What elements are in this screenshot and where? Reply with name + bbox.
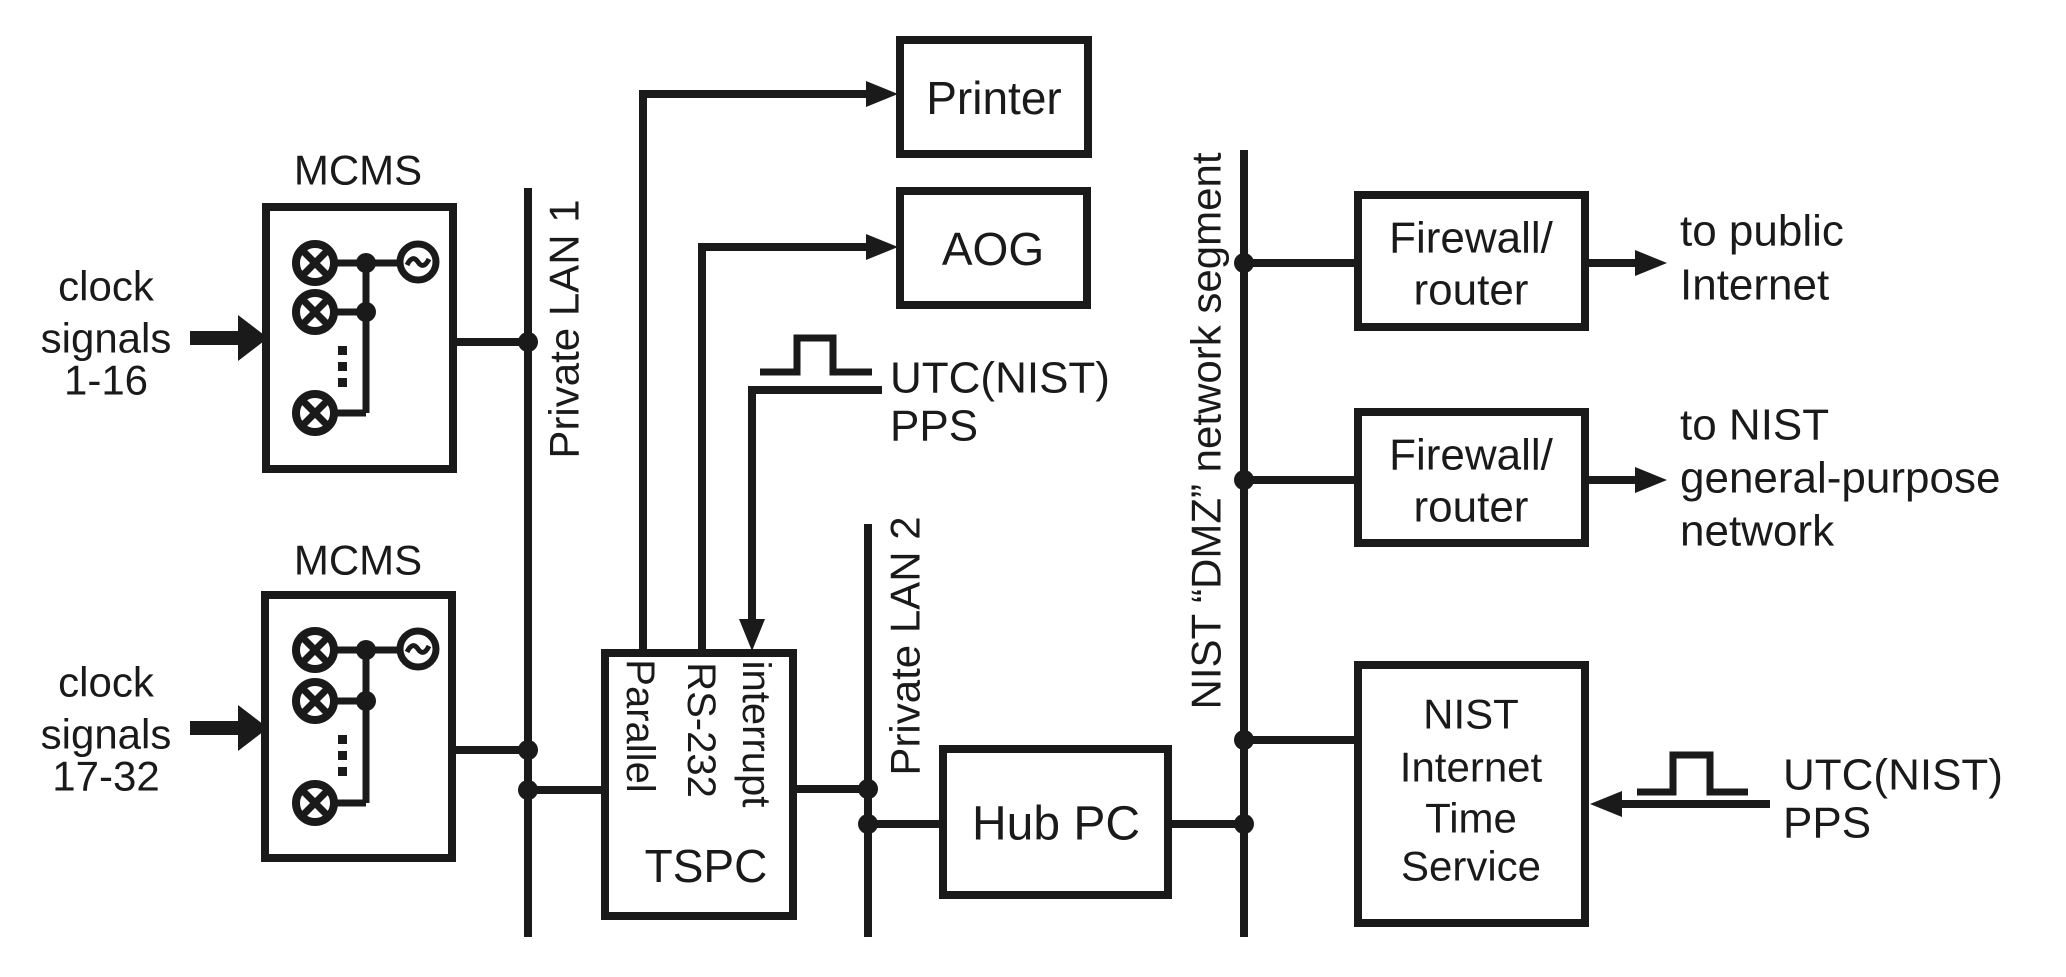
thick-arrow-icon <box>190 315 268 361</box>
nist-network-line1: to NIST <box>1680 401 1829 450</box>
node-mcms-top: MCMS <box>262 147 538 473</box>
interrupt-wire <box>748 386 882 625</box>
output-public-internet: to public Internet <box>1680 207 1844 310</box>
nist-network-line2: general-purpose <box>1680 454 2000 503</box>
junction-dot <box>1234 253 1254 273</box>
clock-1-16-line1: clock <box>58 263 155 310</box>
node-mcms-bottom: MCMS <box>261 537 538 862</box>
arrowhead-icon <box>1635 467 1667 493</box>
node-hub-pc: Hub PC <box>858 745 1254 899</box>
firewall-bottom-box <box>1354 408 1589 547</box>
ellipsis-dots <box>338 346 347 387</box>
clock-symbol <box>292 780 338 826</box>
ellipsis-dots <box>338 735 347 776</box>
junction-dot <box>518 740 538 760</box>
public-internet-line1: to public <box>1680 207 1844 256</box>
arrowhead-icon <box>739 619 765 651</box>
mcms-top-label: MCMS <box>294 147 422 194</box>
clock-symbol <box>292 390 338 436</box>
tspc-port-rs232: RS-232 <box>679 662 723 798</box>
pps-tspc-line1: UTC(NIST) <box>890 354 1110 403</box>
aog-label: AOG <box>942 223 1044 275</box>
parallel-wire-to-printer <box>639 90 868 653</box>
pulse-waveform-icon <box>1637 751 1748 796</box>
public-internet-line2: Internet <box>1680 261 1829 310</box>
printer-label: Printer <box>926 72 1061 124</box>
dmz-label: NIST “DMZ” network segment <box>1183 152 1230 709</box>
mcms-bottom-wiring <box>334 640 400 807</box>
junction-dot <box>518 332 538 352</box>
clock-symbol <box>292 627 338 673</box>
input-clock-17-32: clock signals 17-32 <box>41 659 268 800</box>
bus-private-lan1: Private LAN 1 <box>524 188 588 937</box>
pps-its-line1: UTC(NIST) <box>1783 751 2003 800</box>
firewall-top-box <box>1354 191 1589 331</box>
firewall-bottom-line1: Firewall/ <box>1389 431 1554 480</box>
tspc-label: TSPC <box>645 840 768 892</box>
clock-1-16-line3: 1-16 <box>64 357 148 404</box>
aog-box <box>896 187 1091 309</box>
clock-17-32-line2: signals <box>41 711 172 758</box>
bus-private-lan2: Private LAN 2 <box>864 516 929 937</box>
rs232-wire-to-aog <box>698 243 868 653</box>
its-line4: Service <box>1401 843 1541 890</box>
tspc-box <box>601 649 797 920</box>
clock-17-32-line1: clock <box>58 659 155 706</box>
clock-symbol <box>292 289 338 335</box>
node-printer: Printer <box>896 36 1092 158</box>
mcms-bottom-label: MCMS <box>294 537 422 584</box>
clock-17-32-line3: 17-32 <box>52 753 159 800</box>
its-line3: Time <box>1425 795 1517 842</box>
mcms-top-wiring <box>334 253 400 417</box>
arrowhead-icon <box>1635 250 1667 276</box>
tspc-port-parallel: Parallel <box>618 659 662 792</box>
thick-arrow-icon <box>190 705 268 751</box>
pps-its-line2: PPS <box>1783 799 1871 848</box>
its-box <box>1354 661 1589 927</box>
junction-dot <box>858 814 878 834</box>
firewall-bottom-line2: router <box>1414 483 1529 532</box>
output-nist-network: to NIST general-purpose network <box>1680 401 2000 556</box>
firewall-top-line1: Firewall/ <box>1389 214 1554 263</box>
tspc-port-interrupt: interrupt <box>734 661 778 808</box>
its-line1: NIST <box>1423 691 1519 738</box>
printer-box <box>896 36 1092 158</box>
its-line2: Internet <box>1400 744 1543 791</box>
firewall-top-line2: router <box>1414 266 1529 315</box>
junction-dot <box>1234 470 1254 490</box>
input-clock-1-16: clock signals 1-16 <box>41 263 268 404</box>
oscillator-symbol <box>396 240 440 284</box>
node-aog: AOG <box>896 187 1091 309</box>
arrowhead-icon <box>866 234 898 260</box>
junction-dot <box>518 780 538 800</box>
node-its: NIST Internet Time Service <box>1234 661 1589 927</box>
node-tspc: Parallel RS-232 interrupt TSPC <box>518 81 898 920</box>
junction-dot <box>1234 814 1254 834</box>
junction-dot <box>858 779 878 799</box>
private-lan2-label: Private LAN 2 <box>882 516 929 775</box>
node-firewall-bottom: Firewall/ router <box>1234 408 1667 547</box>
node-firewall-top: Firewall/ router <box>1234 191 1667 331</box>
signal-pps-to-tspc: UTC(NIST) PPS <box>760 334 1110 451</box>
private-lan1-label: Private LAN 1 <box>541 199 588 458</box>
clock-symbol <box>292 678 338 724</box>
signal-pps-to-its: UTC(NIST) PPS <box>1590 751 2003 848</box>
arrowhead-icon <box>1590 791 1622 817</box>
junction-dot <box>1234 730 1254 750</box>
pps-tspc-line2: PPS <box>890 402 978 451</box>
pulse-waveform-icon <box>760 334 872 376</box>
clock-symbol <box>292 240 338 286</box>
nist-network-line3: network <box>1680 507 1835 556</box>
bus-dmz-segment: NIST “DMZ” network segment <box>1183 150 1248 937</box>
oscillator-symbol <box>396 627 440 671</box>
arrowhead-icon <box>866 81 898 107</box>
hub-pc-label: Hub PC <box>972 798 1140 851</box>
clock-1-16-line2: signals <box>41 315 172 362</box>
